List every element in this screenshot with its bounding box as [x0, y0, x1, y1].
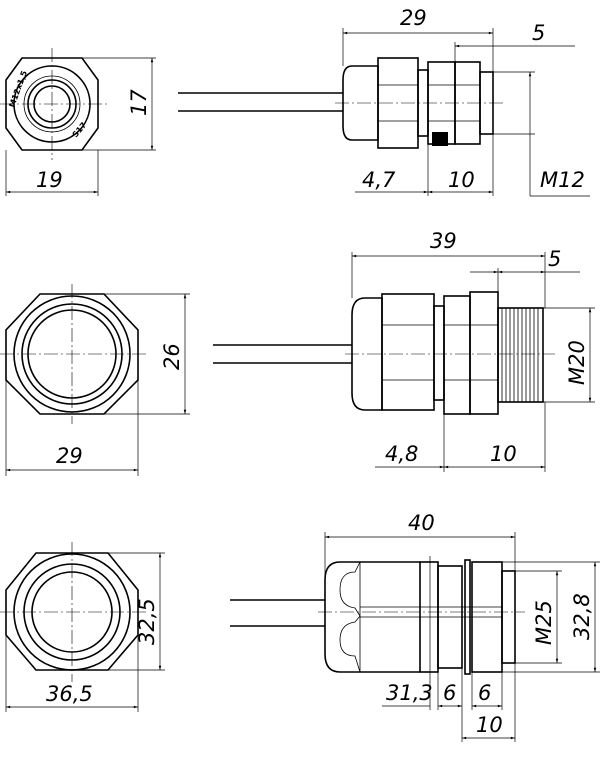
gland-m20-front-view: [0, 284, 148, 424]
dim-height: 17: [127, 89, 151, 116]
dim-thread-length: 5: [532, 21, 545, 45]
thread-marking: M12x1,5: [7, 69, 29, 109]
gland-m12-front-dims: 19 17: [5, 57, 156, 196]
dim-outer: 32,8: [570, 593, 594, 640]
dim-width: 29: [56, 444, 83, 468]
dim-height: 26: [160, 343, 184, 370]
dim-body: 10: [476, 713, 503, 737]
dim-body: 10: [490, 442, 517, 466]
dim-body: 10: [448, 168, 475, 192]
gland-m12-side-dims: 29 5 4,7 10 M12: [342, 6, 590, 197]
dim-thread: M20: [565, 340, 589, 385]
dim-cap-gap: 31,3: [386, 681, 433, 705]
gland-m25-front-dims: 36,5 32,5: [5, 552, 165, 712]
gland-m20-front-dims: 29 26: [5, 293, 190, 476]
thread-lines: [501, 308, 539, 402]
dim-thread: M25: [532, 600, 556, 645]
dim-cap-gap: 4,7: [362, 168, 396, 192]
dim-length: 39: [430, 229, 457, 253]
gland-m25-side-dims: 40 M25 32,8 31,3 6 6 10: [324, 511, 600, 742]
dim-length: 29: [400, 6, 427, 30]
dim-thread-length: 5: [548, 247, 561, 271]
gland-m12-front-view: M12x1,5 S17: [0, 48, 108, 160]
dim-height: 32,5: [135, 598, 159, 645]
dim-seg2: 6: [478, 681, 491, 705]
dim-seg1: 6: [443, 681, 456, 705]
dim-length: 40: [408, 511, 435, 535]
gland-m25-side-view: [230, 559, 525, 675]
dim-width: 36,5: [46, 682, 93, 706]
dim-width: 19: [36, 168, 63, 192]
gland-m20-side-view: [213, 291, 555, 415]
gland-m20-side-dims: 39 5 4,8 10 M20: [351, 229, 595, 472]
dim-cap-gap: 4,8: [385, 442, 418, 466]
gland-m25-front-view: [0, 542, 148, 682]
gland-m12-side-view: [178, 57, 505, 149]
dim-thread: M12: [540, 168, 585, 192]
wrench-marking: S17: [71, 121, 89, 140]
